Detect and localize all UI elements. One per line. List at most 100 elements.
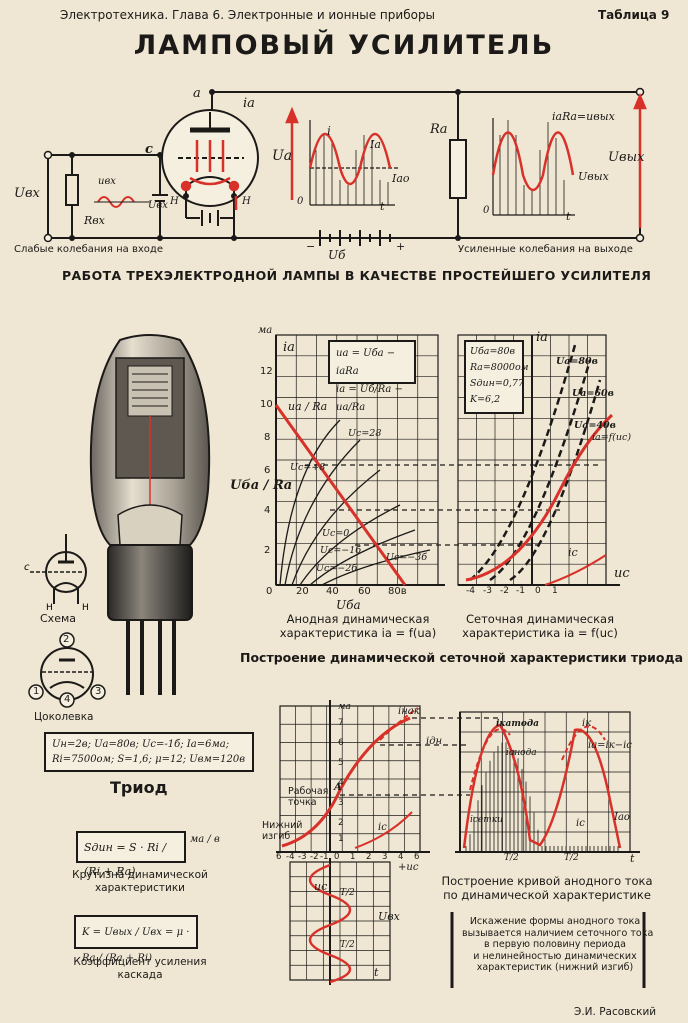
working-point-1: Рабочая <box>288 786 329 797</box>
grid-x-tick-m2: -2 <box>500 586 509 596</box>
author-signature: Э.И. Расовский <box>574 1006 657 1018</box>
label-zero-output-graph: 0 <box>483 205 490 216</box>
sdin-unit: ма / в <box>190 834 220 845</box>
i-anoda-label: iанода <box>506 748 537 758</box>
sdin-caption-2: характеристики <box>94 882 186 894</box>
bottom-caption-2: по динамической характеристике <box>443 888 651 902</box>
label-iara: iаRа=uвых <box>552 110 615 123</box>
plus-uc-label: +uс <box>398 862 419 873</box>
output-caption: Усиленные колебания на выходе <box>458 244 633 255</box>
svg-text:Н: Н <box>46 603 53 612</box>
base-label: Цоколевка <box>34 711 94 723</box>
curve-label-uc-m26: Uc=−2б <box>316 563 358 574</box>
label-uvyh-amplitude: Uвых <box>578 170 609 183</box>
y-tick-4: 4 <box>264 505 271 516</box>
bottom-x-tick-6l: 6 <box>276 852 282 862</box>
amplifier-circuit-diagram <box>43 87 647 246</box>
note-line-3: в первую половину периода <box>484 939 626 950</box>
label-iao: Iао <box>392 172 410 185</box>
working-point-label: Рабочая точка <box>288 786 328 808</box>
bottom-y-tick-4: 4 <box>338 778 344 788</box>
note-line-4: и нелинейностью динамических <box>473 950 637 962</box>
y-unit-anode: ма <box>258 325 273 336</box>
curve-label-uc-28: Uc=28 <box>348 428 382 439</box>
bottom-x-tick-4: 4 <box>398 852 404 862</box>
ic-right-label: ic <box>576 818 585 829</box>
anode-formula-2: iа = Uб/Rа − uа/Rа <box>336 384 403 413</box>
bottom-x-tick-1: 1 <box>350 852 356 862</box>
pin-2: 2 <box>63 634 70 645</box>
x-tick-20: 20 <box>296 586 309 597</box>
y-tick-10: 10 <box>260 399 273 410</box>
half-t-2: T/2 <box>564 853 579 863</box>
scheme-label: Схема <box>40 612 76 625</box>
grid-caption-1: Сеточная динамическая <box>465 612 615 626</box>
label-ua: Uа <box>272 148 293 164</box>
svg-text:c: c <box>24 562 30 573</box>
triode-schematic-symbol: c Н Н <box>24 534 89 612</box>
grid-curve-label-f: iа=f(uс) <box>592 432 632 443</box>
pin-4: 4 <box>64 694 71 705</box>
tube-illustration <box>89 334 211 695</box>
note-line-5: характеристик (нижний изгиб) <box>476 962 634 973</box>
grid-parameters-box: Uба=80в Rа=8000ом Sдин=0,77 K=6,2 <box>464 340 529 414</box>
label-uc-small: Uвх <box>148 200 168 211</box>
y-axis-anode: iа <box>283 340 295 355</box>
sdin-caption-1: Крутизна динамической <box>72 869 208 881</box>
uc-axis-label: uс <box>614 566 630 581</box>
y-tick-12: 12 <box>260 366 273 377</box>
label-t-anode-graph: t <box>380 200 385 213</box>
i-nak-label: iнак <box>398 706 420 717</box>
label-i: i <box>327 124 331 138</box>
ic-label: ic <box>568 546 578 559</box>
bottom-x-tick-6r: 6 <box>414 852 420 862</box>
bottom-x-tick-0: 0 <box>334 852 340 862</box>
grid-x-tick-m1: -1 <box>516 586 525 596</box>
svg-text:Н: Н <box>82 603 89 612</box>
half-t-1: T/2 <box>504 853 519 863</box>
label-minus: − <box>306 240 316 253</box>
half-t-input-1: T/2 <box>340 888 355 898</box>
bottom-y-tick-5: 5 <box>338 758 344 768</box>
distortion-note: Искажение формы анодного тока вызывается… <box>456 912 654 978</box>
curve-label-uc-0: Uc=0 <box>322 528 350 539</box>
bottom-x-tick-2: 2 <box>366 852 372 862</box>
y-tick-8: 8 <box>264 432 271 443</box>
half-t-input-2: T/2 <box>340 940 355 950</box>
label-anode: а <box>193 86 201 101</box>
note-line-1: Искажение формы анодного тока <box>469 916 641 927</box>
lower-bend-1: Нижний <box>262 820 303 831</box>
uba-axis-label: Uба <box>336 598 361 612</box>
t-right-label: t <box>630 852 635 865</box>
y-axis-grid: iа <box>536 330 548 345</box>
y-tick-0: 0 <box>266 586 273 597</box>
pin-1: 1 <box>33 686 40 697</box>
bottom-y-tick-7: 7 <box>338 718 344 728</box>
ia-equation-label: iа=iк−iс <box>588 740 632 751</box>
y-tick-2: 2 <box>264 545 271 556</box>
lower-bend-label: Нижний изгиб <box>262 820 302 842</box>
working-point-2: точка <box>288 797 317 808</box>
k-caption-2: каскада <box>117 969 163 981</box>
label-grid: c <box>145 142 153 157</box>
pin-3: 3 <box>95 686 102 697</box>
bottom-x-tick-m1: -1 <box>320 852 329 862</box>
k-caption-1: Коэффициент усиления <box>73 956 207 968</box>
sdin-formula-box: Sдин = S · Ri / (Ri + Rа) <box>76 831 186 878</box>
i-setki-label: iсетки <box>470 815 503 825</box>
triode-title: Триод <box>110 778 168 797</box>
label-ubx: Uвх <box>14 186 40 201</box>
y-tick-6: 6 <box>264 465 271 476</box>
page-title: ЛАМПОВЫЙ УСИЛИТЕЛЬ <box>133 30 555 61</box>
bottom-y-tick-2: 2 <box>338 818 344 828</box>
grid-param-3: Sдин=0,77 <box>470 378 525 389</box>
grid-param-4: K=6,2 <box>470 394 501 405</box>
x-tick-40: 40 <box>326 586 339 597</box>
header-chapter: Электротехника. Глава 6. Электронные и и… <box>60 8 436 22</box>
circuit-subtitle: РАБОТА ТРЕХЭЛЕКТРОДНОЙ ЛАМПЫ В КАЧЕСТВЕ … <box>62 268 652 283</box>
label-ia-amplitude: Iа <box>370 138 381 151</box>
label-u-small: uвх <box>98 176 116 187</box>
label-heater-2: Н <box>242 196 251 207</box>
note-line-2: вызывается наличием сеточного тока <box>462 927 654 939</box>
x-tick-60: 60 <box>358 586 371 597</box>
